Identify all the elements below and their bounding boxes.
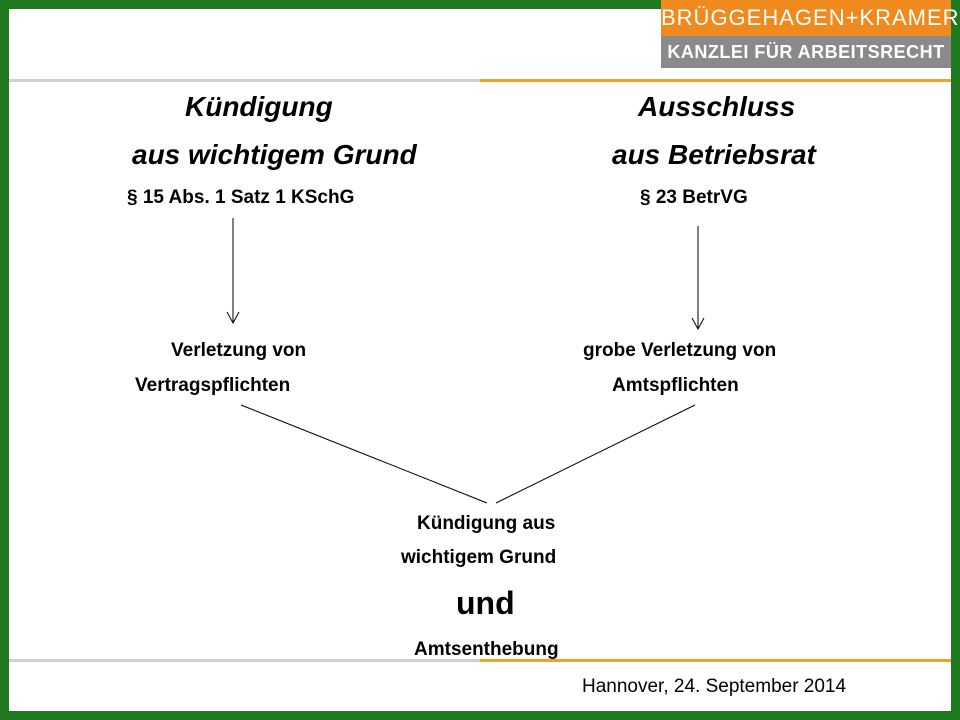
- left-title-line2: aus wichtigem Grund: [132, 139, 417, 170]
- right-result-line1: grobe Verletzung von: [583, 340, 777, 361]
- right-result-line2: Amtspflichten: [612, 375, 739, 396]
- top-divider-gray: [9, 79, 480, 82]
- left-result-line2: Vertragspflichten: [135, 375, 291, 396]
- top-divider-orange: [480, 79, 951, 82]
- center-line2: wichtigem Grund: [401, 547, 557, 568]
- bottom-divider-gray: [9, 659, 480, 662]
- right-law-reference: § 23 BetrVG: [640, 187, 748, 208]
- center-line1: Kündigung aus: [417, 513, 556, 534]
- converge-line-right: [495, 404, 696, 504]
- center-line3: Amtsenthebung: [414, 639, 559, 660]
- left-title-line1: Kündigung: [185, 91, 333, 122]
- right-title-line2: aus Betriebsrat: [612, 139, 816, 170]
- footer-place-date: Hannover, 24. September 2014: [582, 676, 847, 697]
- logo-tagline: KANZLEI FÜR ARBEITSRECHT: [661, 36, 951, 68]
- converge-line-left: [240, 404, 488, 504]
- left-result-line1: Verletzung von: [171, 340, 307, 361]
- logo-firm-name: BRÜGGEHAGEN+KRAMER: [661, 0, 959, 36]
- right-arrow-head: [691, 317, 705, 331]
- bottom-divider-orange: [480, 659, 951, 662]
- right-title-line1: Ausschluss: [638, 91, 796, 122]
- left-arrow-head: [226, 311, 240, 325]
- left-law-reference: § 15 Abs. 1 Satz 1 KSchG: [127, 187, 355, 208]
- center-connector: und: [456, 585, 515, 621]
